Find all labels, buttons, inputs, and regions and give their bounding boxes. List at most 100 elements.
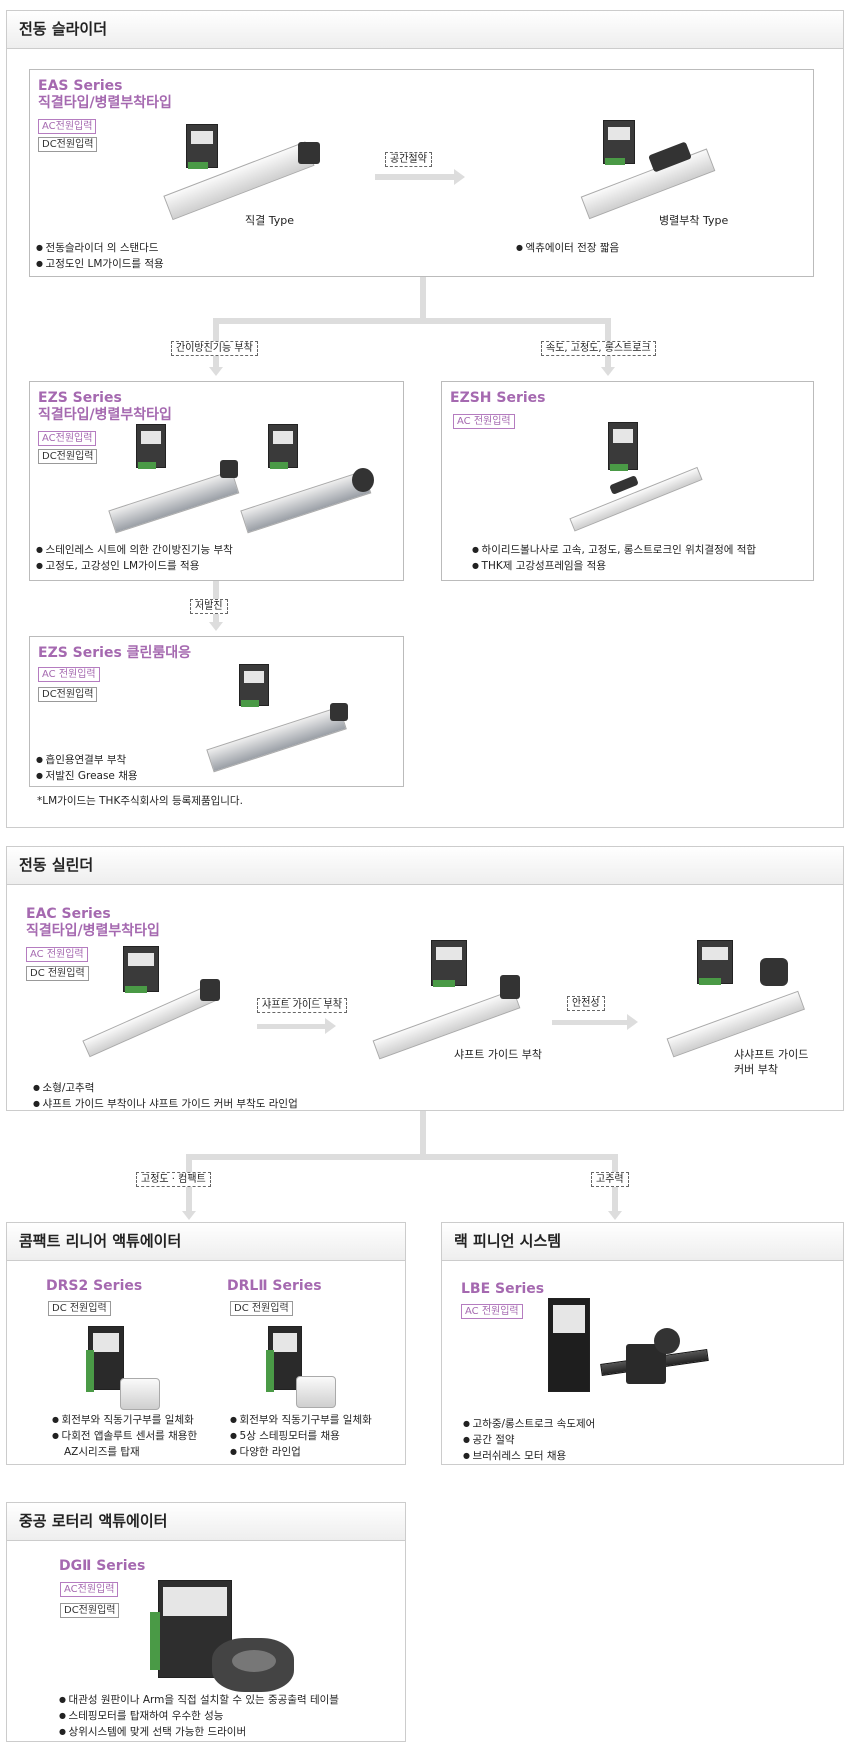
ezs-clean-bullets: 흡인용연결부 부착 저발진 Grease 채용 <box>36 752 138 784</box>
branch1-stem <box>420 277 426 319</box>
branch1-right-arrow <box>601 367 615 376</box>
lowdust-arrow <box>209 622 223 631</box>
eac-series-title[interactable]: EAC Series 직결타입/병렬부착타입 <box>26 906 160 940</box>
space-saving-label: 공간절약 <box>385 152 432 167</box>
eas-arrow-line <box>375 174 455 180</box>
drs2-series-title[interactable]: DRS2 Series <box>46 1278 143 1294</box>
ac-power-tag: AC 전원입력 <box>461 1304 523 1319</box>
lm-guide-note: *LM가이드는 THK주식회사의 등록제품입니다. <box>37 795 243 807</box>
eac-series-name: EAC Series <box>26 906 111 922</box>
drl2-bullets: 회전부와 직동기구부를 일체화 5상 스테핑모터를 채용 다양한 라인업 <box>230 1412 372 1460</box>
drl2-bullet: 회전부와 직동기구부를 일체화 <box>230 1412 372 1428</box>
ezs-bullet: 고정도, 고강성인 LM가이드를 적용 <box>36 558 233 574</box>
drs2-bullet: 다회전 앱솔루트 센서를 채용한 <box>52 1428 198 1444</box>
branch2-bar <box>186 1154 618 1160</box>
lbe-bullets: 고하중/롱스트로크 속도제어 공간 절약 브러쉬레스 모터 채용 <box>463 1416 596 1464</box>
ezsh-series-title[interactable]: EZSH Series <box>450 390 546 406</box>
ezs-clean-series-name: EZS Series <box>38 645 122 661</box>
ezs-clean-bullet: 흡인용연결부 부착 <box>36 752 138 768</box>
dc-power-tag: DC 전원입력 <box>26 966 89 981</box>
shaft-guide-arrow-label: 샤프트 가이드 부착 <box>257 998 347 1013</box>
eac-cover-caption-1: 샤샤프트 가이드 <box>734 1048 809 1061</box>
drl2-bullet: 5상 스테핑모터를 채용 <box>230 1428 372 1444</box>
dg2-bullets: 대관성 원판이나 Arm을 직접 설치할 수 있는 중공출력 테이블 스테핑모터… <box>59 1692 339 1740</box>
ezs-bullet: 스테인레스 시트에 의한 간이방진기능 부착 <box>36 542 233 558</box>
ac-power-tag: AC전원입력 <box>60 1582 119 1597</box>
ac-power-tag: AC 전원입력 <box>453 414 515 429</box>
dc-power-tag: DC전원입력 <box>38 449 98 464</box>
branch2-left-arrow <box>182 1211 196 1220</box>
ezs-series-name: EZS Series <box>38 390 122 406</box>
branch1-left-arrow <box>209 367 223 376</box>
ezs-subtitle: 직결타입/병렬부착타입 <box>38 407 172 423</box>
lbe-series-title[interactable]: LBE Series <box>461 1281 545 1297</box>
eas-bullets: 전동슬라이더 의 스탠다드 고정도인 LM가이드를 적용 <box>36 240 164 272</box>
ezsh-bullet: 하이리드볼나사로 고속, 고정도, 롱스트로크인 위치결정에 적합 <box>472 542 757 558</box>
drs2-bullet: AZ시리즈를 탑재 <box>64 1446 140 1458</box>
drl2-bullet: 다양한 라인업 <box>230 1444 372 1460</box>
speed-precision-label: 속도, 고정도, 롱스트로크 <box>541 341 656 356</box>
eas-card[interactable]: EAS Series 직결타입/병렬부착타입 AC전원입력 DC전원입력 직결 … <box>29 69 814 277</box>
lbe-bullet: 공간 절약 <box>463 1432 595 1448</box>
slider-section-title: 전동 슬라이더 <box>7 11 843 49</box>
ezsh-card[interactable]: EZSH Series AC 전원입력 하이리드볼나사로 고속, 고정도, 롱스… <box>441 381 814 581</box>
dg2-bullet: 스테핑모터를 탑재하여 우수한 성능 <box>59 1708 339 1724</box>
branch2-right-arrow <box>608 1211 622 1220</box>
dc-power-tag: DC전원입력 <box>38 687 98 702</box>
eac-cover-caption-2: 커버 부착 <box>734 1063 778 1076</box>
dc-power-tag: DC전원입력 <box>38 137 98 152</box>
rotary-section-title: 중공 로터리 액튜에이터 <box>7 1503 405 1541</box>
ezs-bullets: 스테인레스 시트에 의한 간이방진기능 부착 고정도, 고강성인 LM가이드를 … <box>36 542 233 574</box>
rack-section-title: 랙 피니언 시스템 <box>442 1223 843 1261</box>
eas-bullet-right: 엑츄에이터 전장 짧음 <box>516 240 620 256</box>
eac-bullets: 소형/고추력 샤프트 가이드 부착이나 샤프트 가이드 커버 부착도 라인업 <box>33 1080 298 1112</box>
dc-power-tag: DC 전원입력 <box>48 1301 111 1316</box>
ezs-card[interactable]: EZS Series 직결타입/병렬부착타입 AC전원입력 DC전원입력 스테인… <box>29 381 404 581</box>
drl2-series-title[interactable]: DRLⅡ Series <box>227 1278 322 1294</box>
dg2-bullet: 대관성 원판이나 Arm을 직접 설치할 수 있는 중공출력 테이블 <box>59 1692 339 1708</box>
eas-arrow-head <box>454 169 465 185</box>
high-thrust-label: 고추력 <box>591 1172 629 1187</box>
branch1-bar <box>213 318 611 324</box>
ac-power-tag: AC 전원입력 <box>26 947 88 962</box>
eas-bullet: 엑츄에이터 전장 짧음 <box>516 240 620 256</box>
low-dust-label: 저발진 <box>190 599 228 614</box>
eac-arrow1-line <box>257 1024 325 1029</box>
dc-power-tag: DC전원입력 <box>60 1603 120 1618</box>
eac-subtitle: 직결타입/병렬부착타입 <box>26 923 160 939</box>
compact-section-title: 콤팩트 리니어 액튜에이터 <box>7 1223 405 1261</box>
ezs-clean-suffix: 클린룸대응 <box>126 645 192 661</box>
dustproof-label: 간이방진기능 부착 <box>171 341 258 356</box>
eac-arrow2-head <box>627 1014 638 1030</box>
eas-direct-caption: 직결 Type <box>245 214 295 227</box>
precision-compact-label: 고정도 · 컴팩트 <box>136 1172 211 1187</box>
cylinder-section-title: 전동 실린더 <box>7 847 843 885</box>
eas-bullet: 고정도인 LM가이드를 적용 <box>36 256 164 272</box>
eas-parallel-caption: 병렬부착 Type <box>659 214 729 227</box>
ezsh-bullet: THK제 고강성프레임을 적용 <box>472 558 756 574</box>
eac-bullet: 샤프트 가이드 부착이나 샤프트 가이드 커버 부착도 라인업 <box>33 1096 298 1112</box>
ezs-clean-card[interactable]: EZS Series 클린룸대응 AC 전원입력 DC전원입력 흡인용연결부 부… <box>29 636 404 787</box>
lbe-bullet: 고하중/롱스트로크 속도제어 <box>463 1416 596 1432</box>
dg2-series-title[interactable]: DGⅡ Series <box>59 1558 146 1574</box>
dc-power-tag: DC 전원입력 <box>230 1301 293 1316</box>
ezs-clean-series-title[interactable]: EZS Series 클린룸대응 <box>38 645 191 662</box>
eac-guide-caption: 샤프트 가이드 부착 <box>454 1048 542 1061</box>
eac-arrow1-head <box>325 1018 336 1034</box>
lbe-bullet: 브러쉬레스 모터 채용 <box>463 1448 595 1464</box>
ac-power-tag: AC전원입력 <box>38 431 97 446</box>
eac-bullet: 소형/고추력 <box>33 1080 298 1096</box>
ezs-clean-bullet: 저발진 Grease 채용 <box>36 768 138 784</box>
drs2-bullet: 회전부와 직동기구부를 일체화 <box>52 1412 197 1428</box>
dg2-bullet: 상위시스템에 맞게 선택 가능한 드라이버 <box>59 1724 339 1740</box>
eas-series-title[interactable]: EAS Series 직결타입/병렬부착타입 <box>38 78 172 112</box>
eas-series-name: EAS Series <box>38 78 123 94</box>
safety-arrow-label: 안전성 <box>567 996 605 1011</box>
drs2-bullets: 회전부와 직동기구부를 일체화 다회전 앱솔루트 센서를 채용한 AZ시리즈를 … <box>52 1412 198 1460</box>
eas-subtitle: 직결타입/병렬부착타입 <box>38 95 172 111</box>
eas-bullet: 전동슬라이더 의 스탠다드 <box>36 240 164 256</box>
ac-power-tag: AC전원입력 <box>38 119 97 134</box>
branch2-stem <box>420 1111 426 1156</box>
ezs-series-title[interactable]: EZS Series 직결타입/병렬부착타입 <box>38 390 172 424</box>
ezsh-bullets: 하이리드볼나사로 고속, 고정도, 롱스트로크인 위치결정에 적합 THK제 고… <box>472 542 757 574</box>
